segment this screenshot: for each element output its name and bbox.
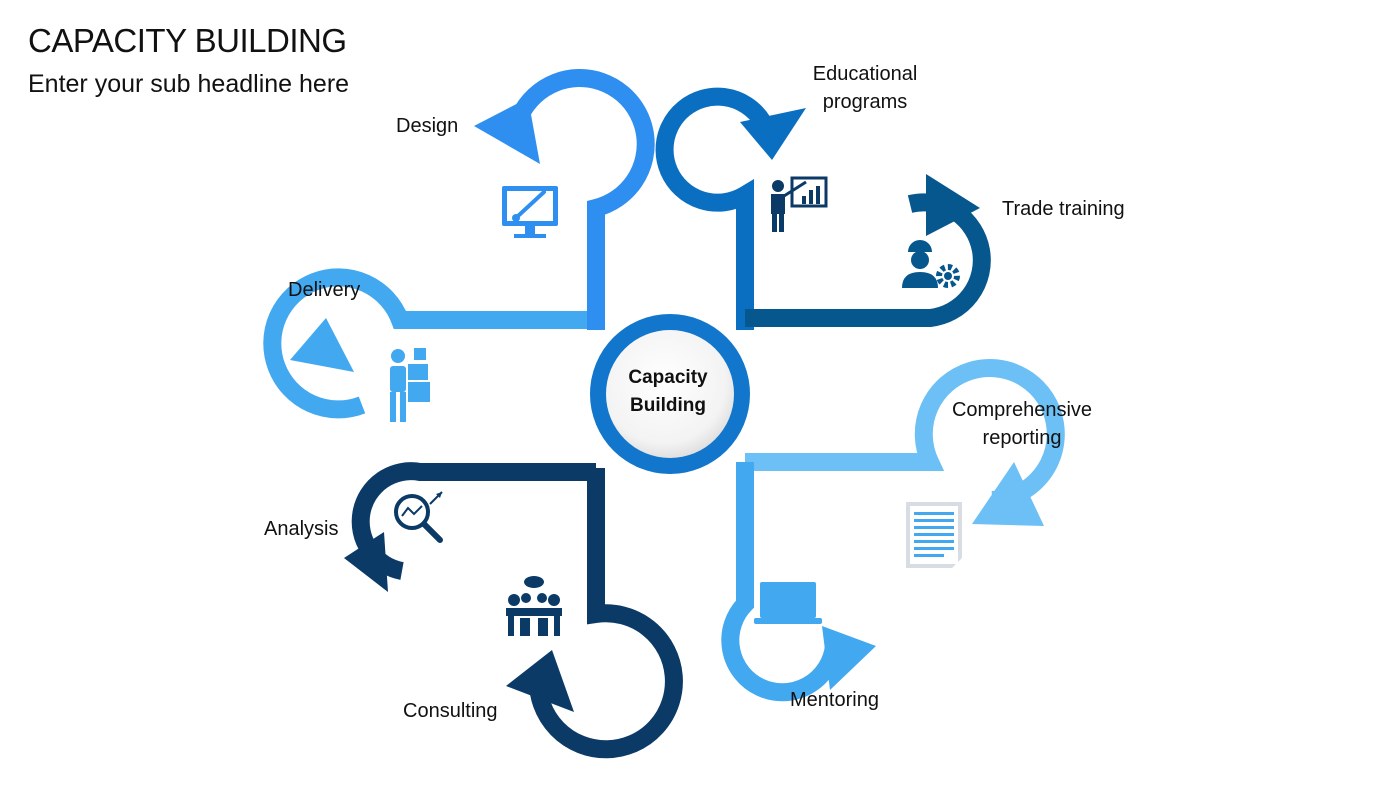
hub-label-line1: Capacity (628, 367, 708, 388)
label-educational-line1: Educational (812, 63, 918, 85)
delivery-arrowhead (290, 318, 354, 372)
label-delivery: Delivery (288, 279, 361, 301)
document-icon (906, 502, 962, 568)
analysis-arrowhead (344, 532, 388, 592)
label-consulting: Consulting (403, 700, 498, 722)
label-comprehensive-reporting: Comprehensive reporting (940, 396, 1104, 452)
reporting-arrowhead (972, 462, 1044, 526)
branch-analysis-consulting (344, 462, 683, 759)
magnifier-chart-icon (394, 491, 443, 543)
monitor-brush-icon (502, 186, 558, 238)
hub-label: Capacity Building (598, 364, 738, 420)
label-mentoring: Mentoring (790, 689, 879, 711)
label-trade-training: Trade training (1002, 198, 1125, 220)
meeting-table-icon (506, 576, 562, 636)
hub-label-line2: Building (630, 395, 706, 416)
mentoring-arrowhead (822, 626, 876, 690)
label-reporting-line2: reporting (982, 427, 1062, 449)
label-analysis: Analysis (264, 518, 339, 540)
branch-reporting-mentoring (721, 359, 1065, 702)
branch-design-delivery (263, 69, 655, 419)
label-educational-line2: programs (822, 91, 908, 113)
page-subtitle: Enter your sub headline here (28, 70, 350, 98)
label-educational-programs: Educational programs (800, 60, 930, 116)
page-title: CAPACITY BUILDING (28, 22, 347, 59)
branch-educational-trade (655, 87, 991, 330)
laptop-icon (754, 582, 822, 624)
worker-gear-icon (902, 240, 960, 288)
hub (590, 314, 750, 474)
consulting-arrowhead (506, 650, 574, 712)
label-reporting-line1: Comprehensive (951, 399, 1093, 421)
trade-arrowhead (926, 174, 980, 236)
person-carrying-boxes-icon (390, 348, 430, 422)
design-arrowhead (474, 98, 540, 164)
label-design: Design (396, 115, 459, 137)
presenter-board-icon (771, 176, 828, 232)
educational-arrowhead (740, 108, 806, 160)
